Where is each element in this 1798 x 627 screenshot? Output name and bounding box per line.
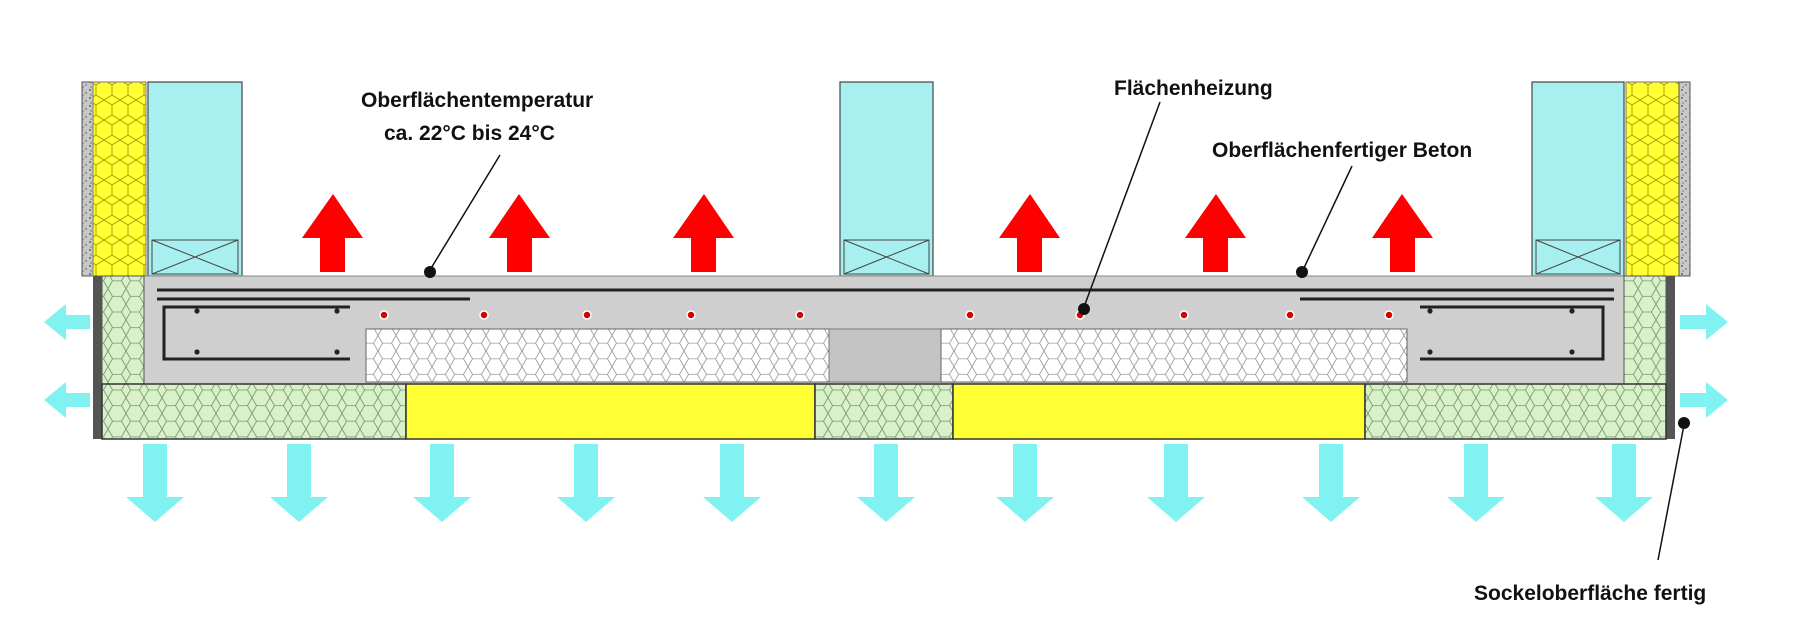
arrow-down-icon	[270, 444, 328, 522]
arrow-up-icon	[489, 194, 550, 272]
heating-pipe	[686, 310, 696, 320]
bottom-yellow-left	[405, 383, 816, 440]
arrow-down-icon	[1595, 444, 1653, 522]
heating-pipe	[582, 310, 592, 320]
heating-pipe	[795, 310, 805, 320]
bottom-green-center	[814, 383, 954, 440]
slab-edge-right	[1666, 276, 1675, 439]
label-surface-temp-line2: ca. 22°C bis 24°C	[384, 122, 555, 145]
label-surface-temp-line1: Oberflächentemperatur	[361, 89, 593, 112]
slab-insulation-right	[940, 328, 1408, 383]
arrow-side-icon	[1680, 382, 1728, 418]
leader-lines	[424, 101, 1690, 561]
bottom-green-left	[101, 383, 407, 440]
arrow-down-icon	[1302, 444, 1360, 522]
arrow-down-icon	[126, 444, 184, 522]
arrow-up-icon	[302, 194, 363, 272]
heating-pipe	[379, 310, 389, 320]
heating-pipe	[965, 310, 975, 320]
heat-arrows	[302, 194, 1433, 272]
bottom-insulation-layer	[101, 383, 1667, 440]
right-wall-render	[1678, 81, 1691, 277]
middle-pillar	[839, 81, 934, 277]
left-wall	[81, 81, 243, 277]
heating-pipe	[1179, 310, 1189, 320]
arrow-down-icon	[996, 444, 1054, 522]
label-base-surface: Sockeloberfläche fertig	[1474, 582, 1706, 605]
heating-pipe	[479, 310, 489, 320]
heating-pipe	[1384, 310, 1394, 320]
label-finished-concrete: Oberflächenfertiger Beton	[1212, 139, 1472, 162]
arrow-down-icon	[1447, 444, 1505, 522]
arrow-side-icon	[1680, 304, 1728, 340]
edge-insulation-right	[1623, 275, 1667, 385]
arrow-side-icon	[44, 304, 90, 340]
label-surface-heating: Flächenheizung	[1114, 77, 1273, 100]
right-wall-insulation	[1625, 81, 1680, 277]
arrow-down-icon	[1147, 444, 1205, 522]
bottom-yellow-right	[952, 383, 1366, 440]
arrow-up-icon	[1372, 194, 1433, 272]
bottom-green-right	[1364, 383, 1667, 440]
arrow-down-icon	[703, 444, 761, 522]
heating-pipes	[379, 310, 1394, 320]
arrow-side-icon	[44, 382, 90, 418]
edge-insulation-left	[101, 275, 145, 385]
right-wall	[1531, 81, 1691, 277]
leader-dot-base-surface	[1678, 417, 1690, 429]
arrow-up-icon	[673, 194, 734, 272]
arrow-up-icon	[1185, 194, 1246, 272]
left-wall-insulation	[92, 81, 147, 277]
arrow-down-icon	[413, 444, 471, 522]
left-wall-render	[81, 81, 94, 277]
slab-center-block	[828, 328, 942, 383]
heating-pipe	[1285, 310, 1295, 320]
leader-dot-finished-concrete	[1296, 266, 1308, 278]
leader-dot-surface-temp	[424, 266, 436, 278]
arrow-up-icon	[999, 194, 1060, 272]
heat-loss-arrows-side	[44, 304, 1728, 418]
arrow-down-icon	[557, 444, 615, 522]
heat-loss-arrows-down	[126, 444, 1653, 522]
slab-edge-left	[93, 276, 102, 439]
leader-dot-surface-heating	[1078, 303, 1090, 315]
arrow-down-icon	[857, 444, 915, 522]
slab-insulation-left	[365, 328, 830, 383]
concrete-slab	[93, 275, 1675, 439]
